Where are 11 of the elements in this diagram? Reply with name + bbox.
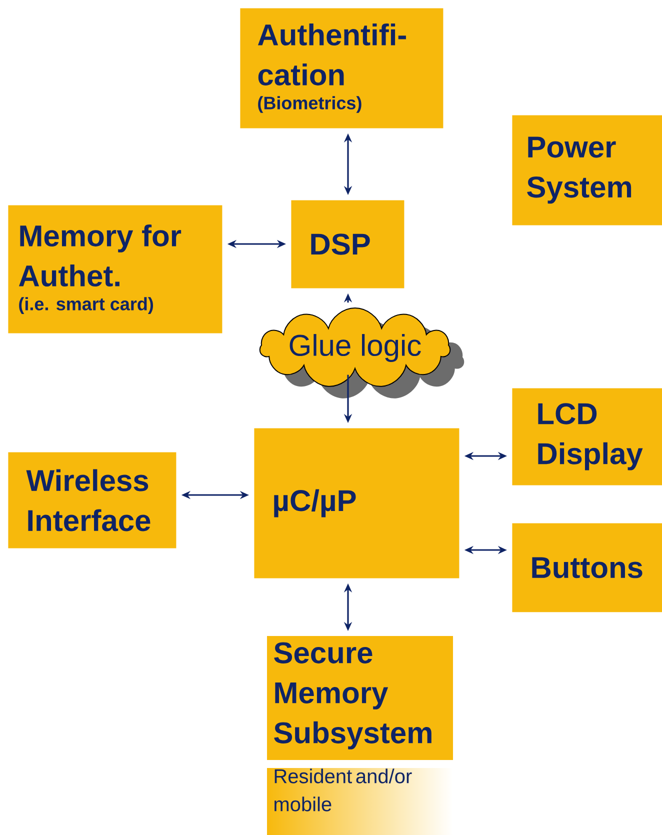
block-box: µC/µP xyxy=(254,428,460,578)
cloud: Glue logic xyxy=(259,308,464,398)
node-label: Resident and/or mobile xyxy=(274,768,412,812)
block-box: Memory for Authet. (i.e. smart card) xyxy=(8,205,222,334)
block-box: Buttons xyxy=(512,523,662,612)
block-box: LCD Display xyxy=(512,388,662,486)
block-box: Power System xyxy=(512,115,662,226)
block-box: Authentifi- cation (Biometrics) xyxy=(240,8,444,128)
block-box: Wireless Interface xyxy=(8,452,176,548)
block-box: DSP xyxy=(291,200,404,288)
memory-box: Secure Memory Subsystem Resident and/or mobile xyxy=(267,636,453,835)
